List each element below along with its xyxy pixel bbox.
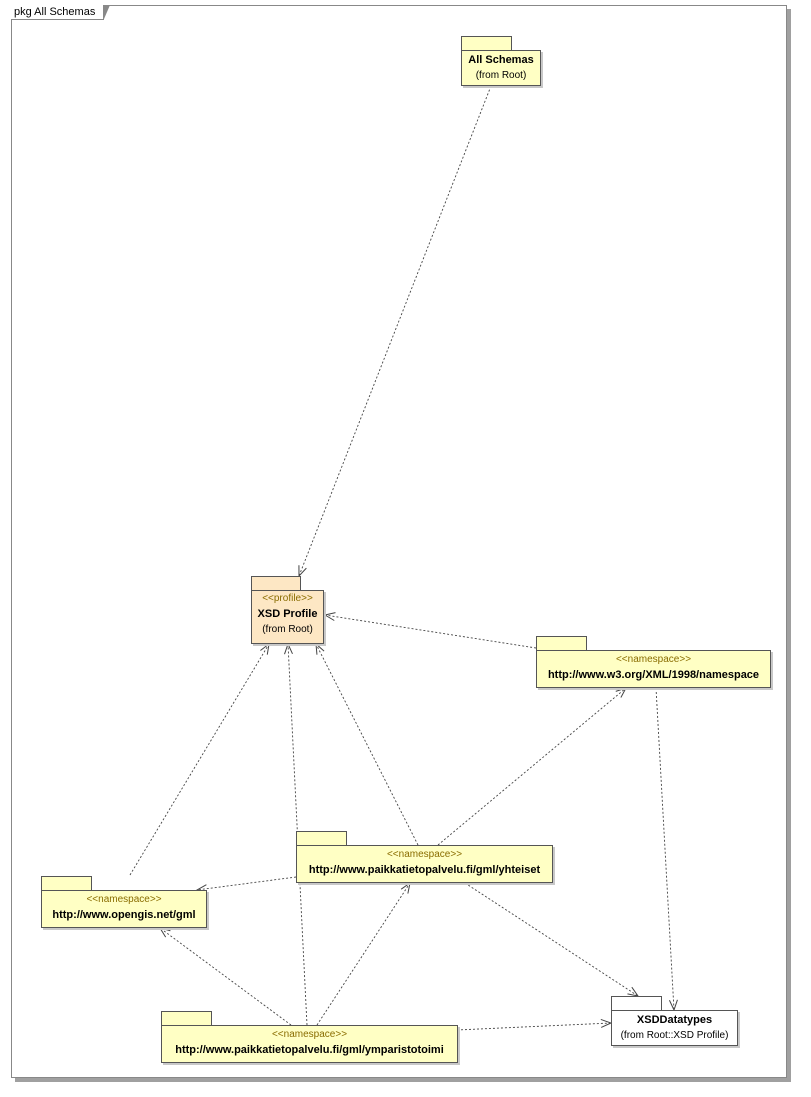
package-body: <<namespace>> http://www.paikkatietopalv…	[161, 1025, 458, 1063]
package-yhteiset[interactable]: <<namespace>> http://www.paikkatietopalv…	[296, 831, 553, 883]
package-w3-namespace[interactable]: <<namespace>> http://www.w3.org/XML/1998…	[536, 636, 771, 688]
package-origin: (from Root::XSD Profile)	[620, 1030, 729, 1041]
package-xsd-profile[interactable]: <<profile>> XSD Profile (from Root)	[251, 576, 324, 644]
package-ymparistotoimi[interactable]: <<namespace>> http://www.paikkatietopalv…	[161, 1011, 458, 1063]
package-stereotype: <<profile>>	[262, 593, 313, 604]
package-name: XSDDatatypes	[636, 1014, 713, 1026]
package-tab	[41, 876, 92, 890]
frame-label: pkg All Schemas	[11, 5, 111, 20]
package-tab	[161, 1011, 212, 1025]
package-body: All Schemas (from Root)	[461, 50, 541, 86]
package-body: <<namespace>> http://www.w3.org/XML/1998…	[536, 650, 771, 688]
dep-yhteiset-datatypes	[464, 882, 638, 996]
package-name: XSD Profile	[257, 608, 318, 620]
dep-yhteiset-opengis	[197, 876, 297, 890]
package-body: <<namespace>> http://www.opengis.net/gml	[41, 890, 207, 928]
package-tab	[296, 831, 347, 845]
package-tab	[251, 576, 301, 590]
dep-opengis-xsdprofile	[129, 644, 269, 876]
package-xsd-datatypes[interactable]: XSDDatatypes (from Root::XSD Profile)	[611, 996, 738, 1046]
dep-ympar-opengis	[160, 928, 292, 1026]
package-name: http://www.opengis.net/gml	[52, 909, 196, 921]
package-stereotype: <<namespace>>	[386, 849, 463, 860]
package-name: http://www.paikkatietopalvelu.fi/gml/yht…	[308, 864, 541, 876]
dep-yhteiset-xsdprofile	[316, 644, 419, 846]
package-name: http://www.w3.org/XML/1998/namespace	[547, 669, 760, 681]
dep-ympar-datatypes	[456, 1023, 611, 1031]
package-name: http://www.paikkatietopalvelu.fi/gml/ymp…	[175, 1044, 444, 1056]
package-name: All Schemas	[468, 54, 534, 66]
package-opengis[interactable]: <<namespace>> http://www.opengis.net/gml	[41, 876, 207, 928]
package-all-schemas[interactable]: All Schemas (from Root)	[461, 36, 541, 86]
package-stereotype: <<namespace>>	[271, 1029, 348, 1040]
dep-ympar-xsdprofile	[288, 644, 308, 1026]
package-body: <<namespace>> http://www.paikkatietopalv…	[296, 845, 553, 883]
dep-w3-datatypes	[655, 687, 674, 1010]
dep-yhteiset-w3	[437, 688, 626, 846]
package-body: XSDDatatypes (from Root::XSD Profile)	[611, 1010, 738, 1046]
package-tab	[536, 636, 587, 650]
package-origin: (from Root)	[475, 70, 527, 81]
package-stereotype: <<namespace>>	[615, 654, 692, 665]
package-tab	[461, 36, 512, 50]
package-body: <<profile>> XSD Profile (from Root)	[251, 590, 324, 644]
dep-w3-xsdprofile	[325, 615, 537, 649]
dep-allschemas-xsdprofile	[299, 85, 492, 576]
dep-ympar-yhteiset	[316, 883, 410, 1026]
package-stereotype: <<namespace>>	[86, 894, 162, 905]
package-origin: (from Root)	[262, 624, 313, 635]
package-tab	[611, 996, 662, 1010]
